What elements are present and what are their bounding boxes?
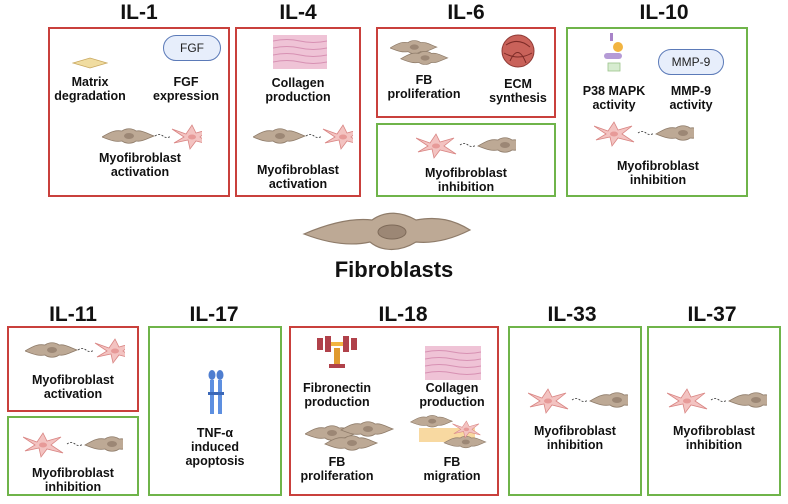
- il1-title: IL-1: [120, 1, 158, 24]
- matrix-fiber-icon: [72, 57, 108, 69]
- mmp9-pill: MMP-9: [658, 49, 724, 75]
- il18-panel: Fibronectin production Collagen producti…: [289, 326, 499, 496]
- il1-myo-label: Myofibroblast activation: [99, 151, 181, 179]
- il10-myo-label: Myofibroblast inhibition: [617, 159, 699, 187]
- collagen-tissue-icon: [273, 35, 327, 69]
- il4-collagen-label: Collagen production: [265, 76, 331, 104]
- il1-panel: FGF Matrix degradation FGF expression My…: [48, 27, 230, 197]
- il6-title: IL-6: [447, 1, 485, 24]
- fibronectin-icon: [317, 336, 357, 368]
- il10-p38-label: P38 MAPK activity: [582, 84, 646, 112]
- il17-panel: TNF-α induced apoptosis: [148, 326, 282, 496]
- il17-tnf-label: TNF-α induced apoptosis: [185, 426, 245, 468]
- fgf-pill: FGF: [163, 35, 221, 61]
- fibroblast-migration-icon: [410, 414, 487, 449]
- fibroblast-to-myofibroblast-icon: [102, 124, 202, 150]
- il11-panel-bottom: Myofibroblast inhibition: [7, 416, 139, 496]
- il1-fgf-label: FGF expression: [152, 75, 220, 103]
- ecm-sphere-icon: [501, 34, 535, 68]
- il6-ecm-label: ECM synthesis: [489, 77, 547, 105]
- il18-fb-prolif-label: FB proliferation: [300, 455, 374, 483]
- il37-title: IL-37: [687, 303, 737, 326]
- p38-mapk-icon: [604, 33, 623, 72]
- il18-collagen-label: Collagen production: [419, 381, 485, 409]
- il6-fb-label: FB proliferation: [387, 73, 461, 101]
- il37-myo-label: Myofibroblast inhibition: [673, 424, 755, 452]
- collagen-tissue-icon: [425, 346, 481, 380]
- fibroblast-cluster-icon: [390, 40, 449, 65]
- myofibroblast-to-fibroblast-icon: [594, 121, 694, 147]
- il33-myo-label: Myofibroblast inhibition: [534, 424, 616, 452]
- il18-fb-migr-label: FB migration: [423, 455, 481, 483]
- il6-panel-bottom: Myofibroblast inhibition: [376, 123, 556, 197]
- il18-title: IL-18: [378, 303, 428, 326]
- myofibroblast-to-fibroblast-icon: [416, 133, 516, 159]
- il37-panel: Myofibroblast inhibition: [647, 326, 781, 496]
- il33-panel: Myofibroblast inhibition: [508, 326, 642, 496]
- il17-title: IL-17: [189, 303, 239, 326]
- il1-matrix-label: Matrix degradation: [54, 75, 126, 103]
- il4-panel: Collagen production Myofibroblast activa…: [235, 27, 361, 197]
- il11-title: IL-11: [49, 303, 97, 326]
- fibroblast-icon: [302, 212, 472, 251]
- il4-title: IL-4: [279, 1, 317, 24]
- il6-myo-label: Myofibroblast inhibition: [425, 166, 507, 194]
- il11-panel-top: Myofibroblast activation: [7, 326, 139, 412]
- il11-inhibition-label: Myofibroblast inhibition: [32, 466, 114, 494]
- il10-title: IL-10: [639, 1, 689, 24]
- fibroblast-to-myofibroblast-icon: [253, 124, 353, 150]
- myofibroblast-to-fibroblast-icon: [667, 388, 767, 414]
- myofibroblast-to-fibroblast-icon: [23, 432, 123, 458]
- il6-panel-top: FB proliferation ECM synthesis: [376, 27, 556, 118]
- tnf-receptor-icon: [208, 370, 224, 414]
- il11-activation-label: Myofibroblast activation: [32, 373, 114, 401]
- fibroblast-to-myofibroblast-icon: [25, 338, 125, 364]
- il33-title: IL-33: [547, 303, 597, 326]
- myofibroblast-to-fibroblast-icon: [528, 388, 628, 414]
- fibroblast-cluster-icon: [305, 421, 394, 451]
- il10-mmp-label: MMP-9 activity: [669, 84, 713, 112]
- center-title: Fibroblasts: [334, 257, 454, 282]
- il4-myo-label: Myofibroblast activation: [257, 163, 339, 191]
- il10-panel: MMP-9 P38 MAPK activity MMP-9 activity M…: [566, 27, 748, 197]
- il18-fibronectin-label: Fibronectin production: [302, 381, 372, 409]
